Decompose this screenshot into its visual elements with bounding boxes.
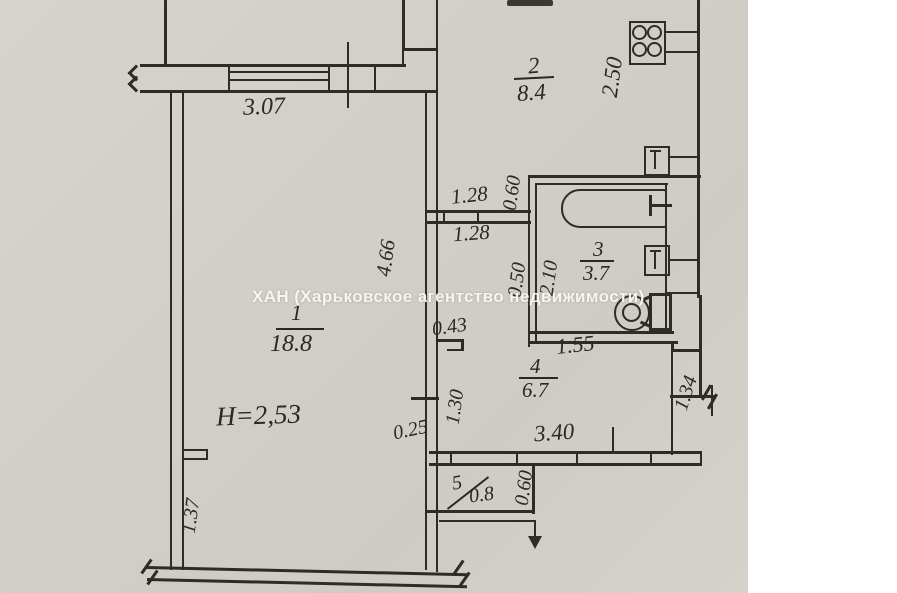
wall-segment — [671, 345, 673, 455]
wall-segment — [699, 295, 702, 398]
wall-segment — [535, 183, 537, 343]
dimension-label: 1.37 — [177, 497, 205, 535]
room-area: 3.7 — [583, 261, 610, 285]
wall-segment — [429, 451, 702, 454]
wall-step — [447, 349, 464, 351]
window-symbol — [328, 64, 330, 93]
towel-rail-icon — [668, 156, 698, 158]
wall-segment — [665, 183, 667, 333]
towel-rail-icon — [654, 250, 656, 269]
dimension-tick — [347, 42, 349, 108]
room-area: 8.4 — [516, 79, 547, 106]
stove-burner-icon — [647, 25, 662, 40]
wall-segment — [443, 210, 445, 224]
wall-pilaster — [182, 449, 208, 451]
wall-pilaster — [182, 458, 208, 460]
wall-segment — [697, 0, 700, 298]
room-area: 6.7 — [522, 378, 549, 402]
wall-segment — [427, 221, 531, 224]
bathtub-tap-icon — [649, 204, 672, 207]
bathtub-icon — [561, 189, 667, 228]
room-number: 3 — [593, 237, 604, 261]
dimension-label: 1.28 — [452, 219, 491, 247]
dimension-label: 4.66 — [371, 238, 400, 278]
wall-segment — [425, 90, 427, 570]
wall-segment — [436, 0, 438, 572]
room-number: 1 — [291, 300, 302, 325]
wall-segment — [427, 510, 535, 513]
wall-segment — [535, 183, 668, 185]
toilet-bowl-icon — [614, 295, 650, 331]
wall-segment — [477, 210, 479, 224]
stove-burner-icon — [647, 42, 662, 57]
toilet-tank-icon — [649, 293, 672, 331]
stove-burner-icon — [632, 25, 647, 40]
towel-rail-icon — [668, 259, 698, 261]
wall-segment — [667, 292, 699, 294]
wall-segment — [427, 210, 531, 213]
room-height-note: H=2,53 — [215, 398, 302, 432]
dimension-label: 1.28 — [449, 181, 489, 209]
wall-segment — [140, 90, 438, 93]
wall-segment — [528, 331, 674, 334]
wall-segment — [170, 90, 172, 570]
room-area: 0.8 — [467, 482, 496, 508]
agency-watermark: ХАН (Харьковское агентство недвижимости) — [252, 287, 645, 306]
wall-step — [461, 339, 464, 351]
fraction-bar — [519, 377, 558, 379]
wall-segment — [164, 0, 167, 67]
wall-segment — [670, 395, 715, 398]
room-number: 4 — [530, 354, 541, 378]
towel-rail-icon — [650, 150, 661, 152]
towel-rail-icon — [650, 250, 661, 252]
stove-connector — [664, 51, 698, 53]
dimension-label: 3.40 — [533, 418, 576, 447]
wall-segment — [140, 64, 406, 67]
wall-segment — [700, 451, 702, 466]
dimension-label: 1.30 — [441, 388, 469, 426]
wall-pilaster — [206, 449, 208, 460]
dimension-label: 0.60 — [498, 174, 526, 212]
stove-connector — [664, 31, 698, 33]
dimension-label: 3.07 — [242, 93, 286, 121]
fraction-bar — [276, 328, 324, 330]
wall-segment — [374, 64, 376, 93]
dimension-label: 0.43 — [430, 313, 469, 341]
entrance-arrow-icon — [528, 536, 542, 549]
towel-rail-icon — [654, 150, 656, 169]
window-symbol — [228, 79, 330, 81]
toilet-bowl-icon — [622, 303, 641, 322]
fraction-bar — [580, 260, 614, 262]
stove-burner-icon — [632, 42, 647, 57]
wall-segment — [671, 349, 702, 352]
wall-step — [438, 339, 464, 342]
entrance-arrow-icon — [439, 520, 536, 522]
wall-segment — [650, 451, 652, 466]
wall-segment — [182, 90, 184, 570]
wall-segment — [528, 175, 530, 347]
wall-segment — [528, 175, 701, 178]
window-symbol — [228, 71, 330, 73]
wall-segment — [402, 48, 404, 67]
room-number: 2 — [526, 52, 541, 79]
cropped-dimension-label — [507, 0, 553, 6]
wall-segment — [528, 341, 678, 344]
wall-segment — [404, 48, 438, 51]
window-symbol — [228, 64, 230, 93]
room-area: 18.8 — [270, 331, 312, 357]
wall-segment — [516, 451, 518, 466]
dimension-label: 0.60 — [510, 469, 538, 507]
stove-icon — [629, 21, 666, 65]
dimension-label: 1.55 — [554, 330, 596, 359]
dimension-label: 2.50 — [596, 55, 628, 99]
wall-segment — [429, 463, 702, 466]
wall-segment — [450, 451, 452, 466]
wall-segment — [402, 0, 405, 51]
wall-segment — [576, 451, 578, 466]
wall-segment — [532, 466, 535, 514]
entrance-arrow-icon — [534, 520, 536, 538]
dimension-tick — [612, 427, 614, 453]
dimension-tick — [411, 397, 439, 400]
towel-rail-icon — [644, 146, 670, 176]
